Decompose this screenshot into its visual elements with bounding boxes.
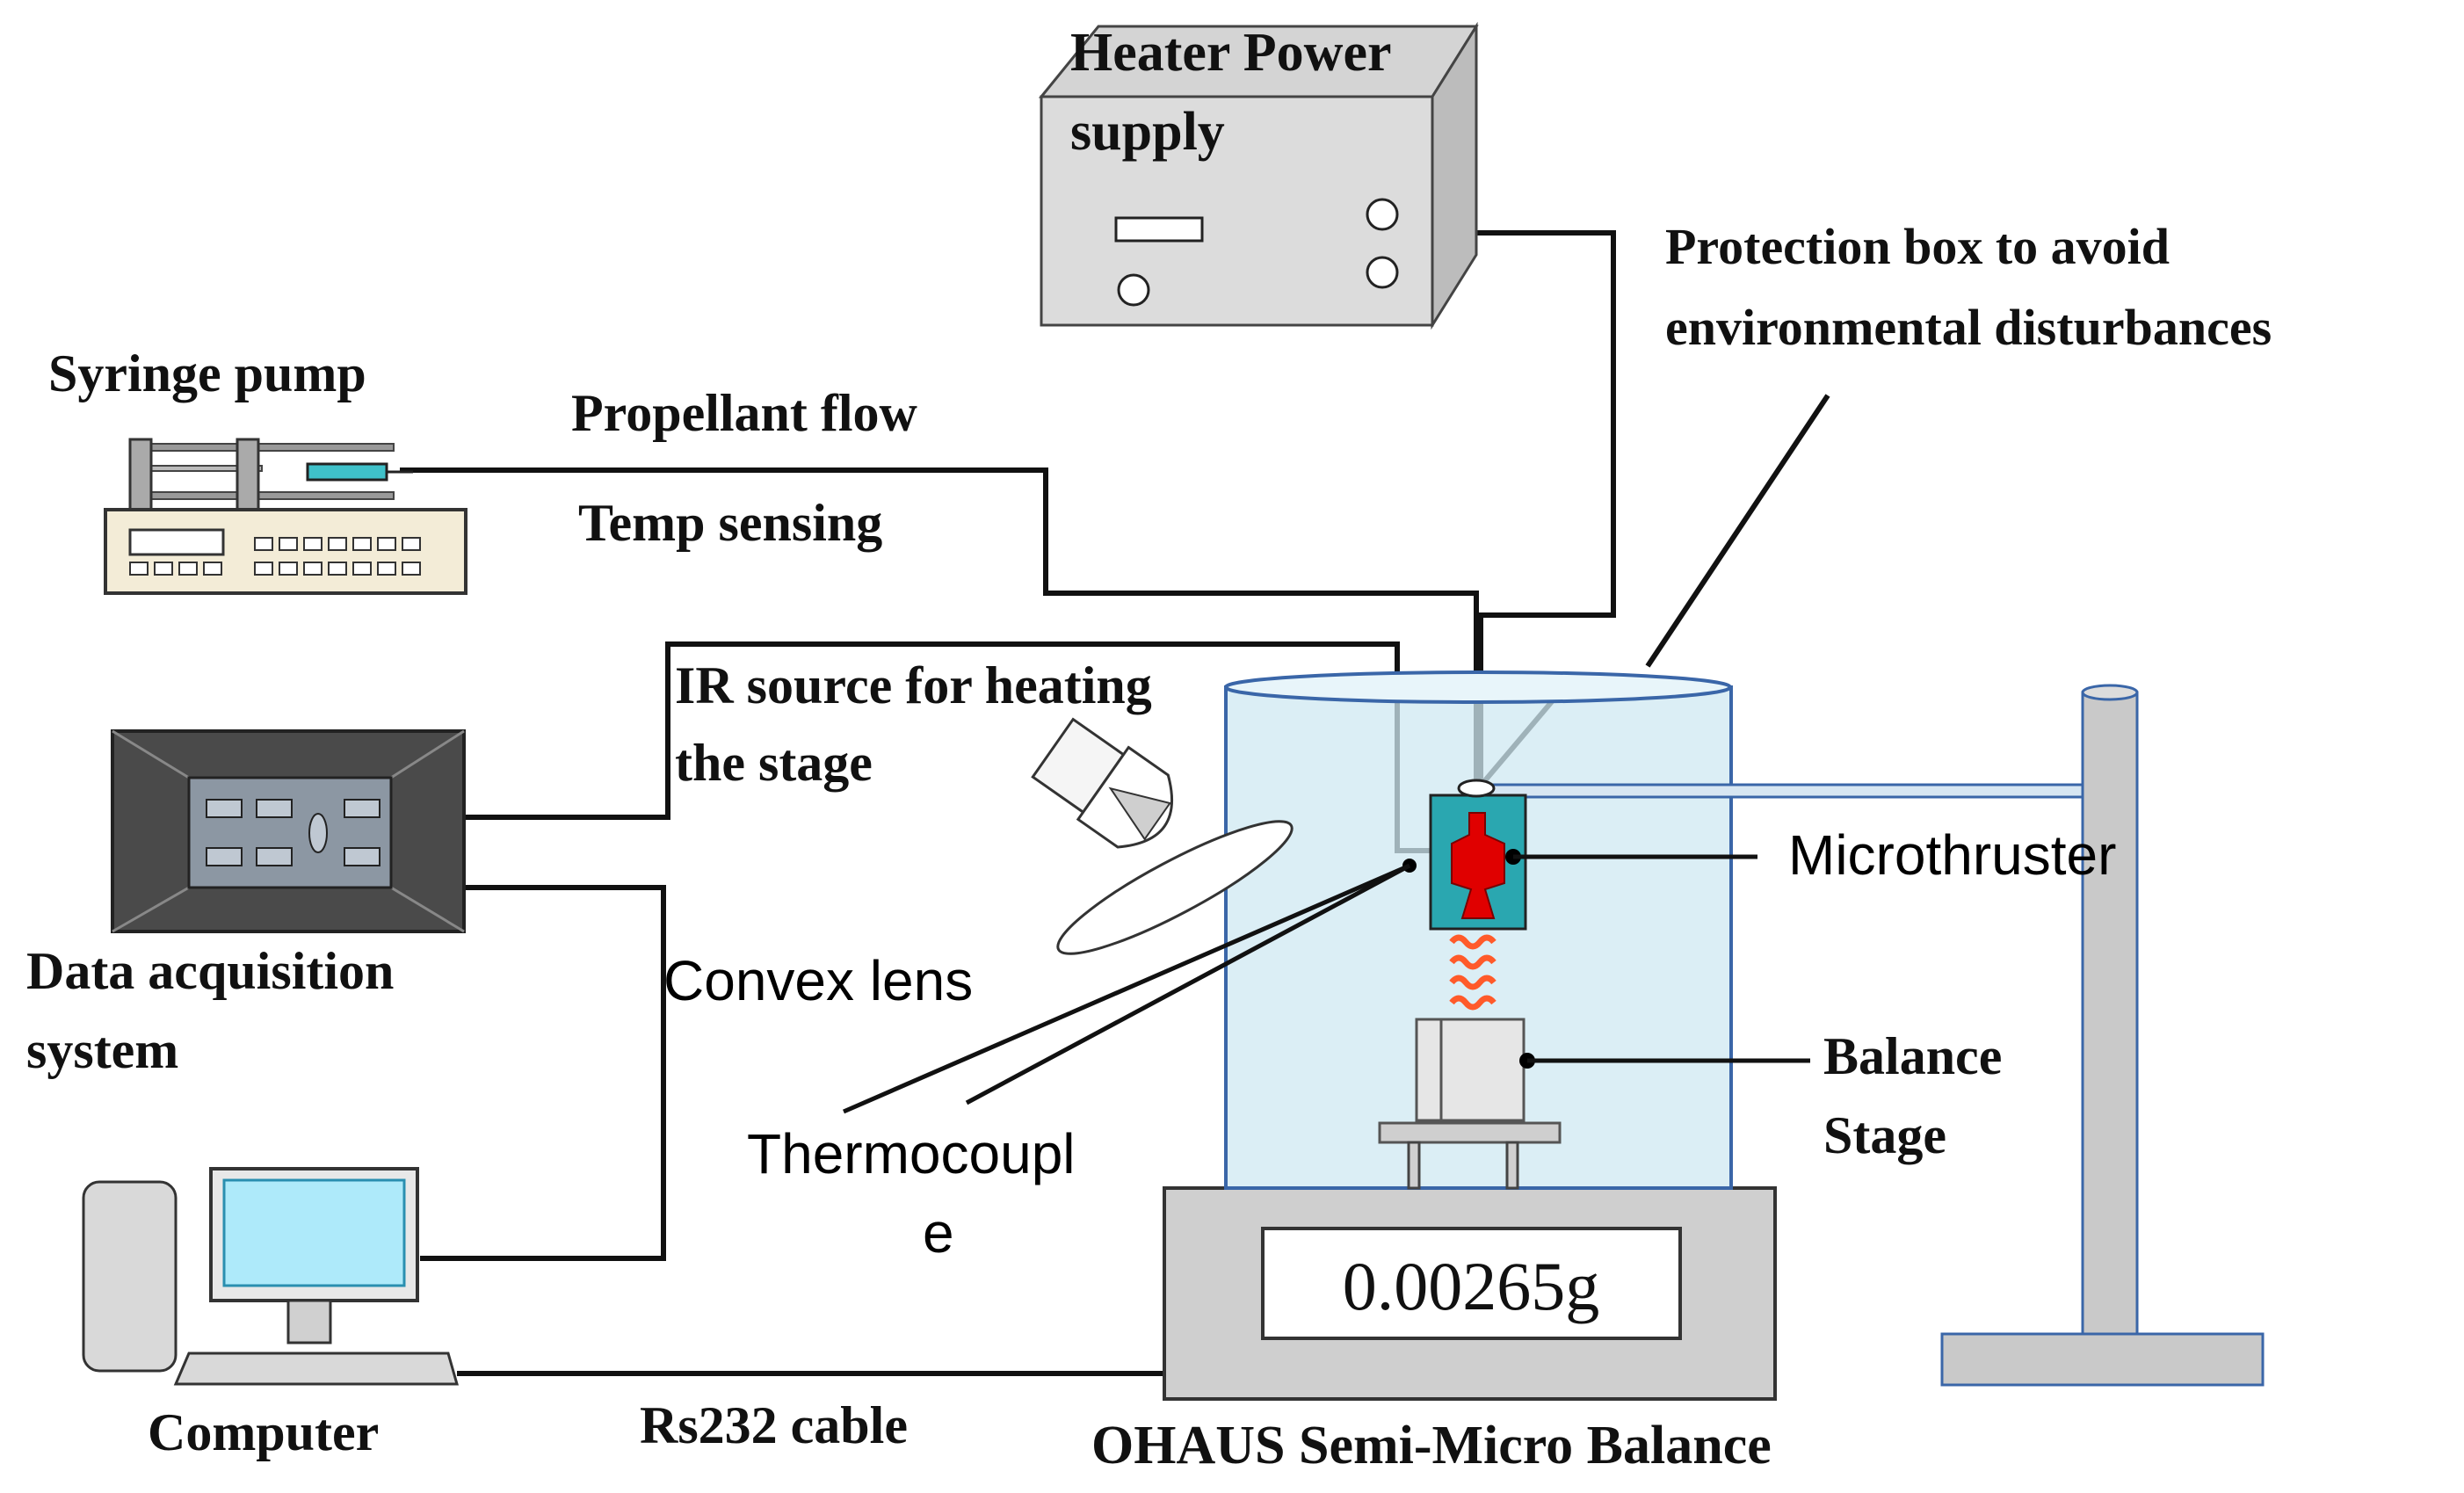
balance-stage-label: Balance	[1823, 1027, 2002, 1085]
stage-block	[1415, 1018, 1526, 1122]
heater-knob-icon	[1366, 256, 1399, 289]
syringe-rail	[129, 443, 395, 452]
monitor-stand	[286, 1299, 332, 1344]
protection-box	[1224, 670, 1733, 1190]
labels: Heater Power supply Protection box to av…	[26, 23, 2272, 1475]
protection-box-lid	[1224, 670, 1732, 704]
stand-rod-top	[2081, 684, 2139, 701]
thermocouple-label: e	[923, 1201, 954, 1265]
ir-source-label: IR source for heating	[675, 656, 1152, 714]
balance-stage-label: Stage	[1823, 1106, 1946, 1164]
syringe-icon	[306, 462, 388, 482]
protection-box-label: Protection box to avoid	[1665, 218, 2170, 275]
daq-computer-line	[420, 885, 666, 1261]
balance-display-box	[1261, 1227, 1682, 1340]
microthruster	[1402, 779, 1535, 1069]
computer	[82, 1167, 459, 1386]
microthruster-nozzle-icon	[1451, 812, 1505, 919]
monitor-screen	[222, 1178, 406, 1287]
ir-source-label: the stage	[675, 734, 873, 792]
protection-box-pointer	[1645, 394, 1830, 668]
stand-arm	[1475, 783, 2084, 799]
heater-knob-icon	[1366, 198, 1399, 231]
ohaus-balance-label: OHAUS Semi-Micro Balance	[1091, 1416, 1772, 1475]
daq-label: Data acquisition	[26, 942, 394, 1000]
heater-display-icon	[1114, 216, 1204, 243]
heater-power-supply	[1038, 21, 1479, 330]
heater-knob-icon	[1117, 273, 1150, 307]
heater-label: supply	[1070, 102, 1225, 162]
thermocouple-label: Thermocoupl	[747, 1122, 1076, 1185]
temp-sensing-label: Temp sensing	[578, 494, 882, 552]
pump-keypad	[129, 537, 421, 576]
daq-panel	[187, 776, 393, 889]
microthruster-label: Microthruster	[1788, 823, 2116, 887]
balance-stage	[1378, 1018, 1562, 1190]
balance-display-value: 0.00265g	[1343, 1248, 1600, 1324]
daq-label: system	[26, 1021, 178, 1079]
stand-rod	[2081, 691, 2139, 1336]
semi-micro-balance	[1163, 1186, 1777, 1401]
pump-display-icon	[128, 528, 225, 556]
stage-plate	[1378, 1121, 1562, 1144]
keyboard-icon	[173, 1352, 459, 1386]
propellant-flow-line	[400, 467, 1479, 791]
data-acquisition-system	[111, 729, 466, 933]
heater-label: Heater Power	[1070, 23, 1392, 83]
syringe-pump	[104, 438, 467, 595]
computer-label: Computer	[148, 1403, 379, 1461]
microthruster-inlet	[1457, 779, 1496, 798]
propellant-flow-label: Propellant flow	[571, 384, 918, 442]
syringe-block	[128, 438, 153, 513]
protection-box-label: environmental disturbances	[1665, 299, 2272, 356]
syringe-block	[236, 438, 260, 513]
ir-waves	[1449, 934, 1497, 1011]
daq-buttons	[206, 799, 380, 866]
wires	[400, 230, 1830, 1376]
computer-tower-icon	[82, 1180, 178, 1373]
convex-lens-icon	[1056, 820, 1294, 955]
pointer-lines	[843, 854, 1810, 1114]
syringe-pump-label: Syringe pump	[48, 344, 366, 402]
stand-base	[1940, 1332, 2265, 1387]
ir-source	[1031, 717, 1173, 849]
rs232-cable-label: Rs232 cable	[640, 1396, 908, 1454]
convex-lens-label: Convex lens	[663, 949, 973, 1012]
retort-stand	[1475, 684, 2265, 1387]
syringe-rail	[129, 491, 395, 500]
